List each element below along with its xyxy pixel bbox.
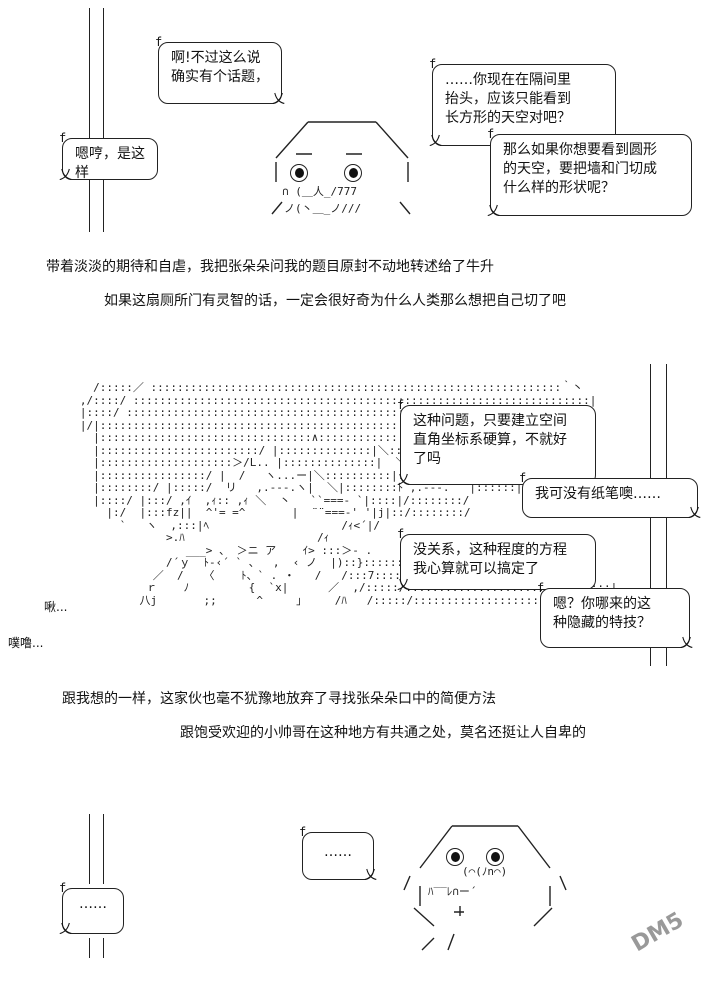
blob-mouth: (⌒(ﾉn⌒)	[462, 865, 508, 878]
eye-icon	[344, 164, 362, 182]
speech-bubble-left-top: f 啊!不过这么说 确实有个话题， 乂	[155, 35, 285, 107]
blob-mouth: ∩ (＿人_/777	[282, 185, 357, 198]
speech-bubble-left: f …… 乂	[59, 881, 124, 937]
blob-outline	[403, 825, 567, 951]
door-frame-line	[103, 8, 104, 232]
door-frame-line	[89, 938, 90, 958]
door-frame-line	[103, 814, 104, 884]
door-frame-line	[103, 938, 104, 958]
narration-line: 跟饱受欢迎的小帅哥在这种地方有共通之处，莫名还挺让人自卑的	[180, 725, 586, 741]
speech-bubble-b: f 我可没有纸笔噢…… 乂	[519, 471, 701, 521]
blob-chin: ノ(丶＿_ノ///	[284, 202, 362, 215]
speech-bubble-right-top: f ……你现在在隔间里 抬头，应该只能看到 长方形的天空对吧？ 乂	[429, 57, 616, 149]
door-frame-line	[89, 8, 90, 232]
speech-bubble-mid: f …… 乂	[299, 825, 377, 883]
eye-icon	[486, 848, 504, 866]
eye-icon	[290, 164, 308, 182]
narration-line: 跟我想的一样，这家伙也毫不犹豫地放弃了寻找张朵朵口中的简便方法	[62, 691, 496, 707]
speech-bubble-d: f 嗯？你哪来的这 种隐藏的特技？ 乂	[537, 581, 693, 651]
sound-effect: 啾...	[44, 600, 68, 614]
sound-effect: 噗噜...	[8, 636, 44, 650]
speech-bubble-c: f 没关系，这种程度的方程 我心算就可以搞定了 乂	[397, 527, 596, 593]
door-frame-line	[89, 814, 90, 884]
narration-line: 带着淡淡的期待和自虐，我把张朵朵问我的题目原封不动地转述给了牛升	[46, 259, 494, 275]
eye-icon	[446, 848, 464, 866]
speech-bubble-left-bottom: f 嗯哼，是这样 乂	[59, 131, 158, 183]
narration-line: 如果这扇厕所门有灵智的话，一定会很好奇为什么人类那么想把自己切了吧	[104, 293, 566, 309]
speech-bubble-a: f 这种问题，只要建立空间 直角坐标系硬算，不就好 了吗 乂	[397, 398, 596, 488]
watermark-logo: DM5	[627, 907, 689, 958]
speech-bubble-right-bottom: f 那么如果你想要看到圆形 的天空，要把墙和门切成 什么样的形状呢？ 乂	[487, 127, 692, 219]
hand-ascii: ﾊ‾‾ﾚ∩ー´	[428, 885, 477, 898]
blob-outline	[271, 121, 411, 215]
